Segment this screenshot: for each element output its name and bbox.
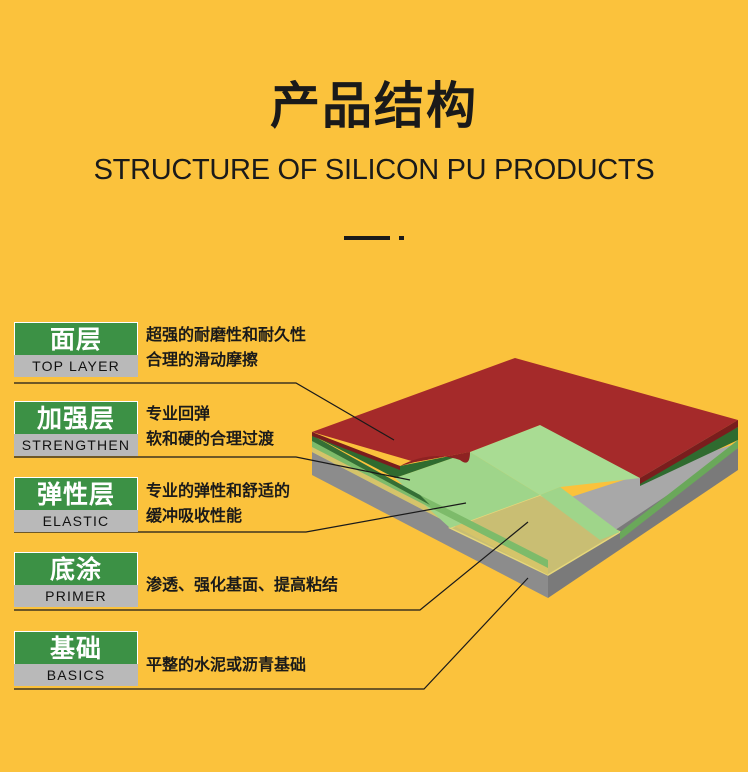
- desc-strengthen-line2: 软和硬的合理过渡: [146, 429, 275, 448]
- title-divider-dot: [399, 236, 404, 240]
- leader-line-primer: [14, 521, 529, 611]
- top-layer-surface: [312, 358, 738, 478]
- top-layer-edge: [312, 432, 400, 470]
- label-top-layer-en: TOP LAYER: [14, 355, 138, 377]
- top-layer-edge-right: [640, 420, 738, 484]
- label-elastic: 弹性层 ELASTIC: [14, 477, 138, 532]
- label-basics-en: BASICS: [14, 664, 138, 686]
- desc-primer-line1: 渗透、强化基面、提高粘结: [146, 575, 339, 594]
- strengthen-edge-right: [640, 427, 738, 486]
- label-primer-cn: 底涂: [14, 552, 138, 585]
- desc-top-layer-line2: 合理的滑动摩擦: [146, 350, 259, 369]
- label-basics: 基础 BASICS: [14, 631, 138, 686]
- title-english: STRUCTURE OF SILICON PU PRODUCTS: [93, 154, 655, 186]
- leader-line-elastic: [14, 502, 467, 533]
- label-strengthen: 加强层 STRENGTHEN: [14, 401, 138, 456]
- desc-elastic-line2: 缓冲吸收性能: [146, 506, 243, 525]
- title-chinese: 产品结构: [270, 77, 478, 135]
- elastic-edge-right: [620, 440, 738, 540]
- strengthen-edge: [312, 435, 430, 505]
- leader-line-strengthen: [14, 456, 411, 481]
- desc-top-layer-line1: 超强的耐磨性和耐久性: [146, 325, 307, 344]
- desc-basics-line1: 平整的水泥或沥青基础: [146, 655, 307, 674]
- desc-strengthen: 专业回弹 软和硬的合理过渡: [146, 401, 274, 451]
- leader-line-top-layer: [14, 382, 395, 441]
- label-strengthen-en: STRENGTHEN: [14, 434, 138, 456]
- primer-edge: [312, 447, 548, 575]
- label-strengthen-cn: 加强层: [14, 401, 138, 434]
- label-elastic-en: ELASTIC: [14, 510, 138, 532]
- desc-strengthen-line1: 专业回弹: [146, 404, 211, 423]
- basics-block-right: [548, 448, 738, 598]
- desc-basics: 平整的水泥或沥青基础: [146, 652, 306, 677]
- title-divider: [344, 236, 390, 240]
- top-layer-curl: [400, 452, 470, 466]
- desc-elastic: 专业的弹性和舒适的 缓冲吸收性能: [146, 478, 290, 528]
- basics-block-left: [312, 452, 548, 598]
- label-primer: 底涂 PRIMER: [14, 552, 138, 607]
- label-primer-en: PRIMER: [14, 585, 138, 607]
- desc-elastic-line1: 专业的弹性和舒适的: [146, 481, 291, 500]
- label-top-layer-cn: 面层: [14, 322, 138, 355]
- leader-line-basics: [14, 577, 529, 690]
- desc-primer: 渗透、强化基面、提高粘结: [146, 572, 338, 597]
- label-basics-cn: 基础: [14, 631, 138, 664]
- desc-top-layer: 超强的耐磨性和耐久性 合理的滑动摩擦: [146, 322, 306, 372]
- elastic-surface-right: [540, 487, 620, 540]
- label-top-layer: 面层 TOP LAYER: [14, 322, 138, 377]
- strengthen-surface: [312, 435, 470, 478]
- label-elastic-cn: 弹性层: [14, 477, 138, 510]
